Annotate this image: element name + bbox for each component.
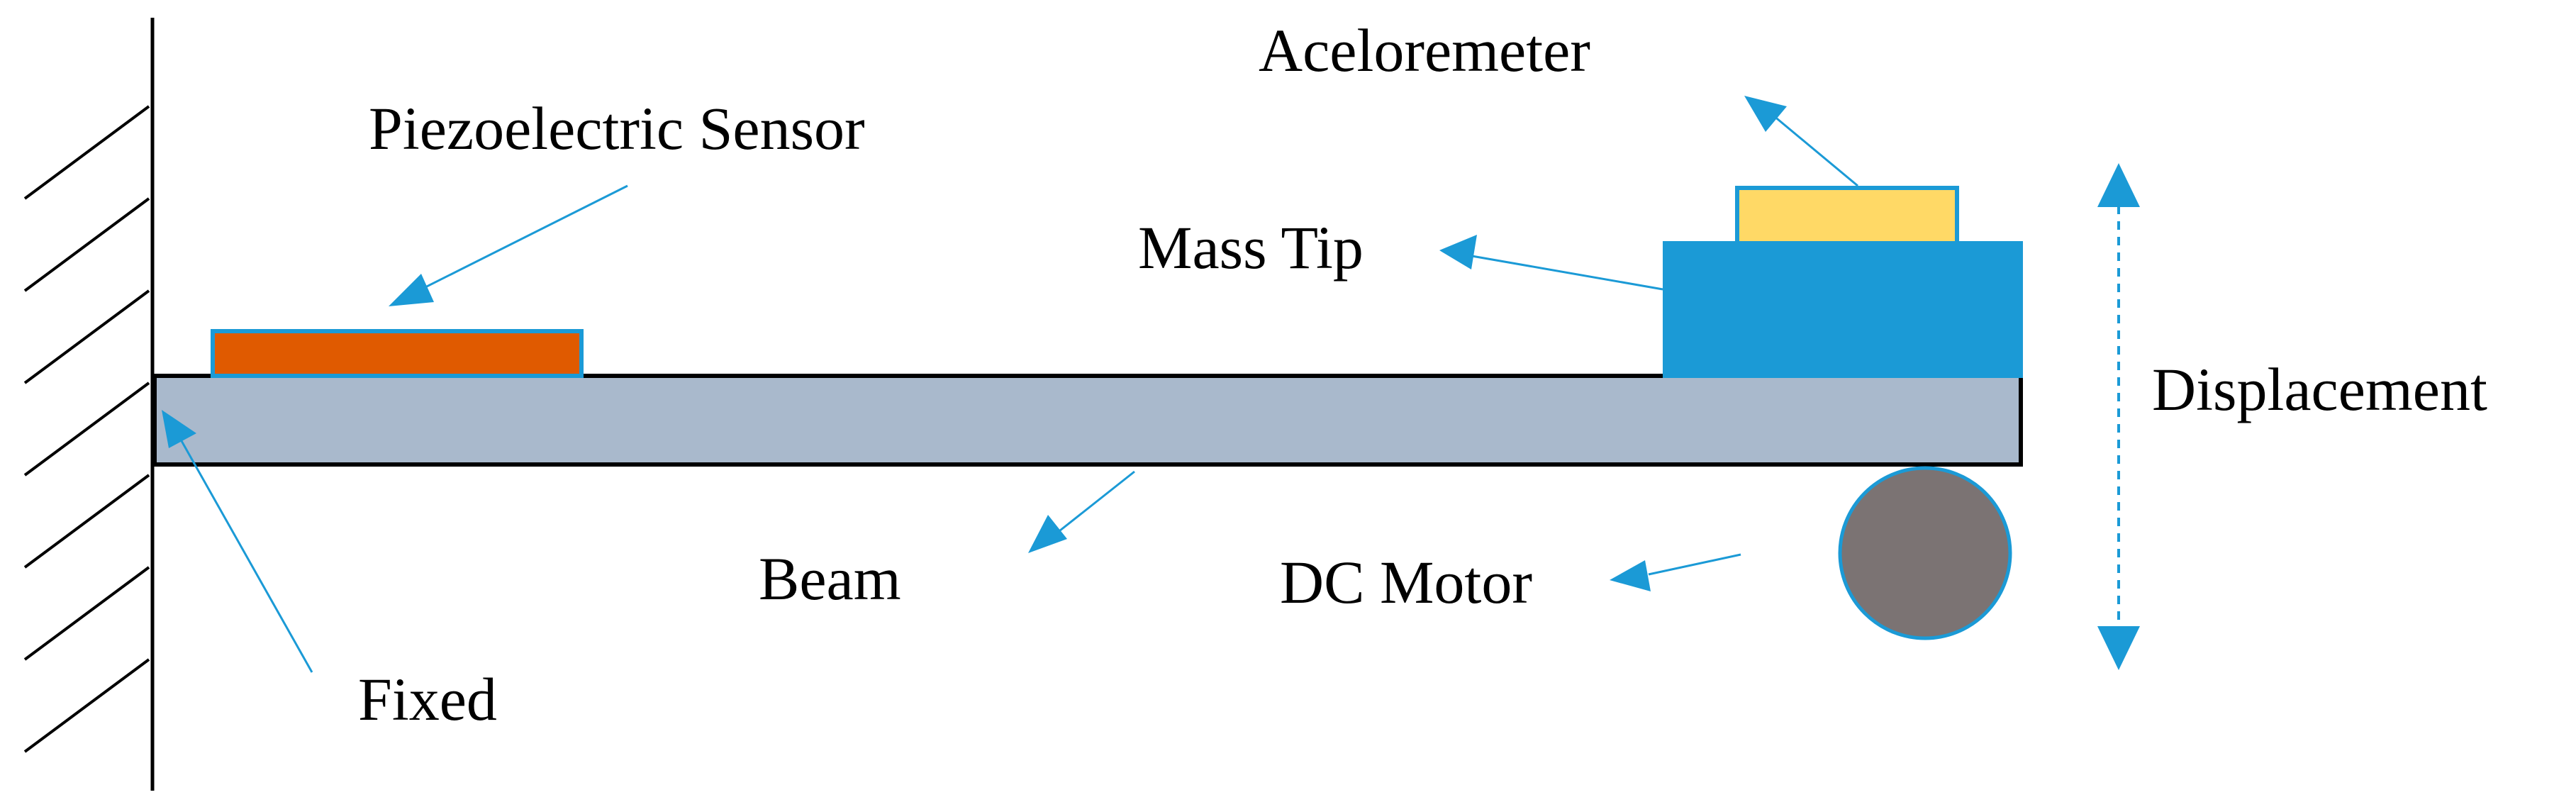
beam-label: Beam (759, 545, 901, 613)
mass-tip-arrowhead (1439, 235, 1477, 269)
dc-motor (1838, 466, 2012, 640)
piezo-arrow (396, 184, 628, 303)
fixed-arrow (179, 439, 313, 673)
fixed-wall (23, 18, 155, 791)
mass-tip (1663, 241, 2023, 378)
accelerometer-arrow (1768, 111, 1858, 187)
piezoelectric-sensor-label: Piezoelectric Sensor (369, 94, 865, 162)
piezoelectric-sensor (211, 329, 584, 378)
dc-motor-label: DC Motor (1280, 548, 1532, 616)
dc-motor-arrowhead (1610, 560, 1651, 591)
beam-arrow (1056, 470, 1135, 535)
wall-hatching (23, 105, 150, 753)
accelerometer (1735, 186, 1959, 245)
beam (152, 374, 2023, 467)
accelerometer-label: Aceloremeter (1259, 16, 1590, 84)
displacement-arrowhead-up (2097, 163, 2140, 207)
piezo-arrowhead (389, 274, 434, 306)
mass-tip-label: Mass Tip (1138, 213, 1364, 282)
fixed-label: Fixed (358, 665, 497, 733)
leader-arrows (162, 96, 2140, 673)
dc-motor-arrow (1648, 553, 1741, 576)
displacement-arrowhead-down (2097, 626, 2140, 670)
fixed-arrowhead (162, 410, 196, 448)
mass-tip-arrow (1467, 254, 1663, 291)
displacement-label: Displacement (2152, 355, 2487, 423)
accelerometer-arrowhead (1744, 96, 1787, 132)
beam-arrowhead (1028, 515, 1067, 553)
